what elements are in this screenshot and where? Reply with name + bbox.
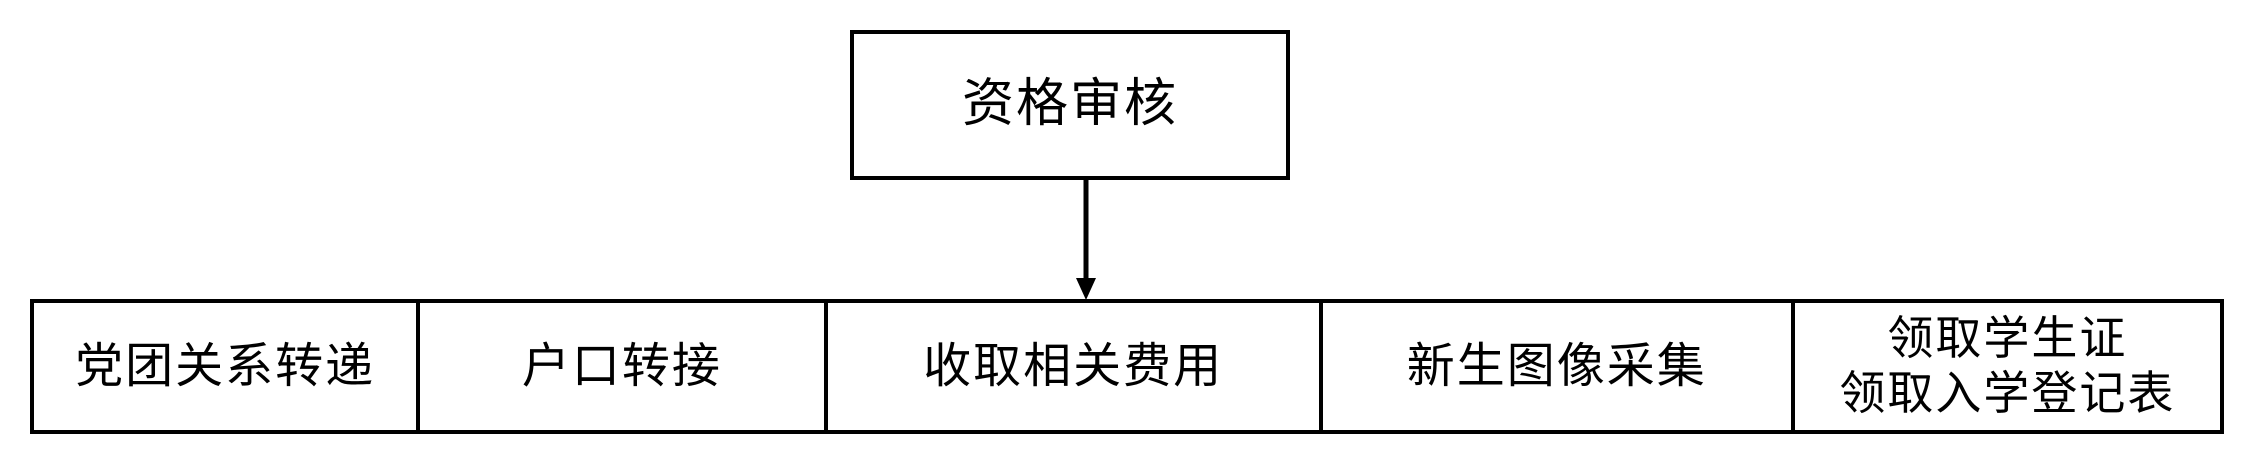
- step-cell-label-group: 领取学生证 领取入学登记表: [1839, 312, 2175, 421]
- step-cell-label: 党团关系转递: [75, 339, 376, 393]
- step-cell-label: 收取相关费用: [923, 339, 1224, 393]
- step-cell-label-line-1: 领取学生证: [1887, 313, 2128, 365]
- step-cell-household-registration-transfer[interactable]: 户口转接: [420, 303, 828, 430]
- step-cell-collect-related-fees[interactable]: 收取相关费用: [827, 303, 1323, 430]
- arrow-down-icon: [1076, 180, 1096, 302]
- step-cell-label-line-2: 领取入学登记表: [1839, 367, 2176, 419]
- node-qualification-review[interactable]: 资格审核: [850, 30, 1290, 180]
- step-cell-receive-student-id-and-form[interactable]: 领取学生证 领取入学登记表: [1794, 303, 2220, 430]
- node-qualification-review-label: 资格审核: [961, 76, 1178, 134]
- step-cell-label: 户口转接: [521, 339, 722, 393]
- step-cell-freshman-photo-capture[interactable]: 新生图像采集: [1322, 303, 1795, 430]
- process-step-row: 党团关系转递 户口转接 收取相关费用 新生图像采集 领取学生证 领取入学登记表: [30, 299, 2224, 434]
- step-cell-label: 新生图像采集: [1406, 339, 1707, 393]
- step-cell-party-league-transfer[interactable]: 党团关系转递: [34, 303, 421, 430]
